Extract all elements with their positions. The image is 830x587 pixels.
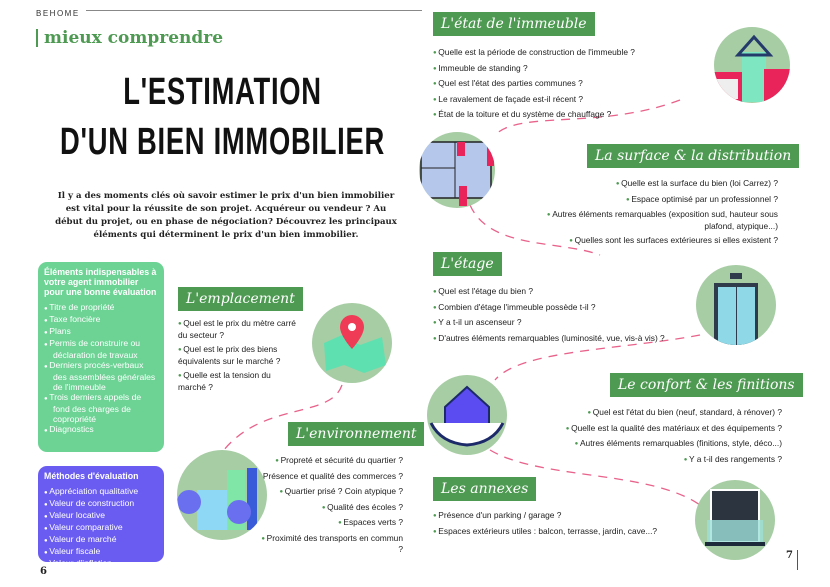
city-buildings-illustration bbox=[177, 450, 267, 540]
list-item: Qualité des écoles ? bbox=[255, 502, 403, 514]
list-item: Valeur locative bbox=[44, 510, 158, 522]
brand-name: BEHOME bbox=[36, 9, 80, 18]
emplacement-questions: Quel est le prix du mètre carré du secte… bbox=[178, 318, 300, 396]
list-item: Quel est l'état des parties communes ? bbox=[433, 78, 713, 90]
list-item: Immeuble de standing ? bbox=[433, 63, 713, 75]
list-item: Valeur comparative bbox=[44, 522, 158, 534]
list-item: Présence et qualité des commerces ? bbox=[255, 471, 403, 483]
connector-etage-confort bbox=[494, 334, 701, 381]
house-illustration bbox=[714, 27, 790, 103]
list-item: Valeur d'inflation bbox=[44, 558, 158, 570]
section-title-etage: L'étage bbox=[433, 252, 502, 276]
list-item: Combien d'étage l'immeuble possède t-il … bbox=[433, 302, 713, 314]
environnement-questions: Propreté et sécurité du quartier ? Présen… bbox=[255, 455, 403, 559]
map-pin-illustration bbox=[312, 303, 392, 383]
agent-documents-box: Éléments indispensables à votre agent im… bbox=[38, 262, 164, 452]
section-title-environnement: L'environnement bbox=[288, 422, 425, 446]
list-item: Quel est le prix du mètre carré du secte… bbox=[178, 318, 300, 340]
methods-box: Méthodes d'évaluation Appréciation quali… bbox=[38, 466, 164, 568]
list-item: Présence d'un parking / garage ? bbox=[433, 510, 713, 522]
list-item: Propreté et sécurité du quartier ? bbox=[255, 455, 403, 467]
list-item: Permis de construire ou déclaration de t… bbox=[44, 338, 158, 360]
section-title-annexes: Les annexes bbox=[433, 477, 537, 501]
list-item: Espace optimisé par un professionnel ? bbox=[515, 194, 778, 206]
list-item: Le ravalement de façade est-il récent ? bbox=[433, 94, 713, 106]
list-item: Y a t-il un ascenseur ? bbox=[433, 317, 713, 329]
list-item: Espaces verts ? bbox=[255, 517, 403, 529]
list-item: Quelles sont les surfaces extérieures si… bbox=[515, 235, 778, 247]
list-item: Quelle est la qualité des matériaux et d… bbox=[520, 423, 782, 435]
annexes-questions: Présence d'un parking / garage ? Espaces … bbox=[433, 510, 713, 541]
surface-questions: Quelle est la surface du bien (loi Carre… bbox=[515, 178, 778, 251]
list-item: Espaces extérieurs utiles : balcon, terr… bbox=[433, 526, 713, 538]
floor-plan-illustration bbox=[419, 132, 495, 208]
section-title-confort: Le confort & les finitions bbox=[610, 373, 803, 397]
list-item: Plans bbox=[44, 326, 158, 338]
list-item: Valeur de marché bbox=[44, 534, 158, 546]
list-item: Trois derniers appels de fond des charge… bbox=[44, 392, 158, 424]
list-item: Titre de propriété bbox=[44, 302, 158, 314]
etat-questions: Quelle est la période de construction de… bbox=[433, 47, 713, 125]
list-item: Quel est l'état du bien (neuf, standard,… bbox=[520, 407, 782, 419]
elevator-illustration bbox=[696, 265, 776, 345]
list-item: Taxe foncière bbox=[44, 314, 158, 326]
confort-questions: Quel est l'état du bien (neuf, standard,… bbox=[520, 407, 782, 469]
list-item: Appréciation qualitative bbox=[44, 486, 158, 498]
page-number-right: 7 bbox=[786, 550, 798, 570]
agent-box-title: Éléments indispensables à votre agent im… bbox=[44, 267, 157, 297]
list-item: Diagnostics bbox=[44, 424, 158, 436]
list-item: Quelle est la surface du bien (loi Carre… bbox=[515, 178, 778, 190]
section-title-etat: L'état de l'immeuble bbox=[433, 12, 595, 36]
etage-questions: Quel est l'étage du bien ? Combien d'étag… bbox=[433, 286, 713, 348]
list-item: Autres éléments remarquables (exposition… bbox=[515, 209, 778, 231]
list-item: Valeur de construction bbox=[44, 498, 158, 510]
list-item: Proximité des transports en commun ? bbox=[255, 533, 403, 555]
list-item: Quel est l'étage du bien ? bbox=[433, 286, 713, 298]
header-divider bbox=[86, 10, 422, 11]
section-title-surface: La surface & la distribution bbox=[587, 144, 800, 168]
list-item: Autres éléments remarquables (finitions,… bbox=[520, 438, 782, 450]
balcony-illustration bbox=[695, 480, 775, 560]
list-item: Derniers procés-verbaux des assemblées g… bbox=[44, 360, 158, 392]
list-item: Quelle est la tension du marché ? bbox=[178, 370, 300, 392]
page-title-line-1: L'ESTIMATION bbox=[123, 71, 322, 113]
list-item: Quartier prisé ? Coin atypique ? bbox=[255, 486, 403, 498]
page-title-line-2: D'UN BIEN IMMOBILIER bbox=[60, 121, 385, 163]
list-item: Quel est le prix des biens équivalents s… bbox=[178, 344, 300, 366]
list-item: Valeur fiscale bbox=[44, 546, 158, 558]
intro-paragraph: Il y a des moments clés où savoir estime… bbox=[55, 191, 397, 240]
rubric-title: mieux comprendre bbox=[36, 29, 223, 47]
list-item: Quelle est la période de construction de… bbox=[433, 47, 713, 59]
section-title-emplacement: L'emplacement bbox=[178, 287, 303, 311]
hands-house-illustration bbox=[427, 375, 507, 455]
page-number-left: 6 bbox=[40, 566, 47, 577]
list-item: Y a t-il des rangements ? bbox=[520, 454, 782, 466]
connector-confort-annexes bbox=[489, 449, 701, 506]
list-item: D'autres éléments remarquables (luminosi… bbox=[433, 333, 713, 345]
list-item: État de la toiture et du système de chau… bbox=[433, 109, 713, 121]
methods-box-title: Méthodes d'évaluation bbox=[44, 471, 139, 481]
